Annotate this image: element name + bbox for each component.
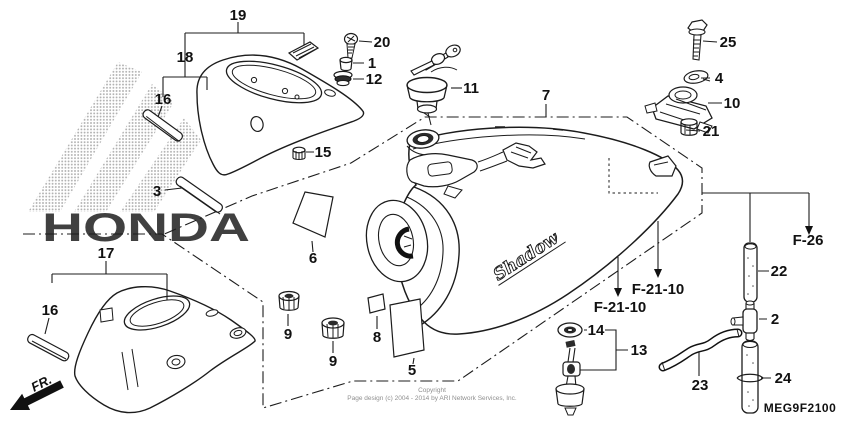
ref-f26[interactable]: F-26 xyxy=(793,232,824,249)
callout-8[interactable]: 8 xyxy=(373,329,381,346)
callout-21[interactable]: 21 xyxy=(703,123,720,140)
ref-f2110-lower[interactable]: F-21-10 xyxy=(594,299,647,316)
callout-11[interactable]: 11 xyxy=(463,80,479,97)
part-25-bolt xyxy=(687,19,708,61)
callout-25[interactable]: 25 xyxy=(720,34,737,51)
callout-24[interactable]: 24 xyxy=(775,370,792,387)
callout-3[interactable]: 3 xyxy=(153,183,161,200)
part-fuel-tank: Shadow xyxy=(365,126,684,335)
part-13-strainer xyxy=(555,340,585,416)
part-1-collar xyxy=(339,56,353,72)
part-2-joint xyxy=(730,300,758,342)
callout-18[interactable]: 18 xyxy=(177,49,194,66)
watermark-text: HONDA xyxy=(42,206,250,250)
part-14-grommet xyxy=(557,322,583,338)
part-3-strip xyxy=(175,176,224,215)
part-22-tube xyxy=(743,242,758,303)
part-24-tube xyxy=(736,340,764,414)
callout-6[interactable]: 6 xyxy=(309,250,317,267)
part-20-screw xyxy=(343,32,359,59)
callout-5[interactable]: 5 xyxy=(408,362,416,379)
callout-20[interactable]: 20 xyxy=(374,34,391,51)
ref-f2110-upper[interactable]: F-21-10 xyxy=(632,281,685,298)
fr-direction-arrow: FR. xyxy=(10,372,64,410)
callout-9-right[interactable]: 9 xyxy=(329,353,337,370)
callout-leader-lines xyxy=(44,22,810,379)
figure-code: MEG9F2100 xyxy=(764,401,837,415)
callout-12[interactable]: 12 xyxy=(366,71,383,88)
part-18-top-cover xyxy=(196,54,365,176)
part-4-washer xyxy=(683,70,711,84)
part-17-lower-cover xyxy=(73,286,256,414)
part-16-strip-upper xyxy=(142,109,183,142)
part-9-mount-left xyxy=(278,290,300,311)
part-16-strip-lower xyxy=(27,333,70,362)
copyright-line1: Copyright xyxy=(418,387,446,394)
callout-16-upper[interactable]: 16 xyxy=(155,91,172,108)
part-9-mount-right xyxy=(321,317,345,339)
part-8-label xyxy=(367,293,386,314)
callout-23[interactable]: 23 xyxy=(692,377,709,394)
callout-16-lower[interactable]: 16 xyxy=(42,302,59,319)
callout-19[interactable]: 19 xyxy=(230,7,247,24)
callout-9-left[interactable]: 9 xyxy=(284,326,292,343)
part-12-grommet xyxy=(333,70,353,87)
callout-15[interactable]: 15 xyxy=(315,144,332,161)
callout-7[interactable]: 7 xyxy=(542,87,550,104)
copyright-line2: Page design (c) 2004 - 2014 by ARI Netwo… xyxy=(347,395,517,402)
part-11-fuel-cap xyxy=(406,44,461,126)
f26-arrowhead xyxy=(805,226,813,235)
callout-4[interactable]: 4 xyxy=(715,70,724,87)
f2110-upper-arrowhead xyxy=(654,269,662,278)
part-23-hose xyxy=(658,328,743,372)
callout-17[interactable]: 17 xyxy=(98,245,115,262)
assembly-phantom-border xyxy=(23,116,703,409)
part-6-label xyxy=(292,191,334,238)
part-19-trim-strip xyxy=(287,41,320,61)
callout-1[interactable]: 1 xyxy=(368,55,376,72)
part-5-label xyxy=(389,298,425,358)
callout-10[interactable]: 10 xyxy=(724,95,741,112)
callout-14[interactable]: 14 xyxy=(588,322,605,339)
part-15-nut xyxy=(292,146,306,161)
callout-22[interactable]: 22 xyxy=(771,263,788,280)
callout-2[interactable]: 2 xyxy=(771,311,779,328)
callout-13[interactable]: 13 xyxy=(631,342,648,359)
f2110-lower-arrowhead xyxy=(614,288,622,297)
